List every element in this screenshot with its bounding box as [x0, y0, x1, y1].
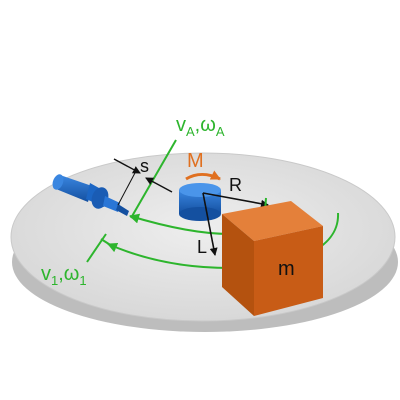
- r-arrow: [202, 192, 269, 208]
- vA-arc-arrow: [129, 213, 231, 235]
- mass-box: [222, 201, 323, 316]
- s-dimension-arrow-top: [113, 158, 141, 174]
- label-m: m: [278, 258, 295, 280]
- s-extension-line: [117, 170, 137, 206]
- v1-tick: [100, 238, 113, 247]
- label-R: R: [229, 175, 242, 195]
- label-L: L: [197, 237, 207, 257]
- label-v1: v1,ω1: [41, 263, 87, 288]
- label-va: vA,ωA: [176, 114, 225, 139]
- v1-leader-line: [86, 233, 107, 263]
- label-M: M: [187, 150, 204, 172]
- moment-arrow: [185, 170, 221, 181]
- label-s: s: [140, 156, 149, 176]
- s-dimension-arrow-bottom: [145, 177, 173, 193]
- l-arrow: [202, 192, 218, 256]
- central-cylinder: [179, 183, 221, 221]
- nozzle-tool: [52, 174, 129, 216]
